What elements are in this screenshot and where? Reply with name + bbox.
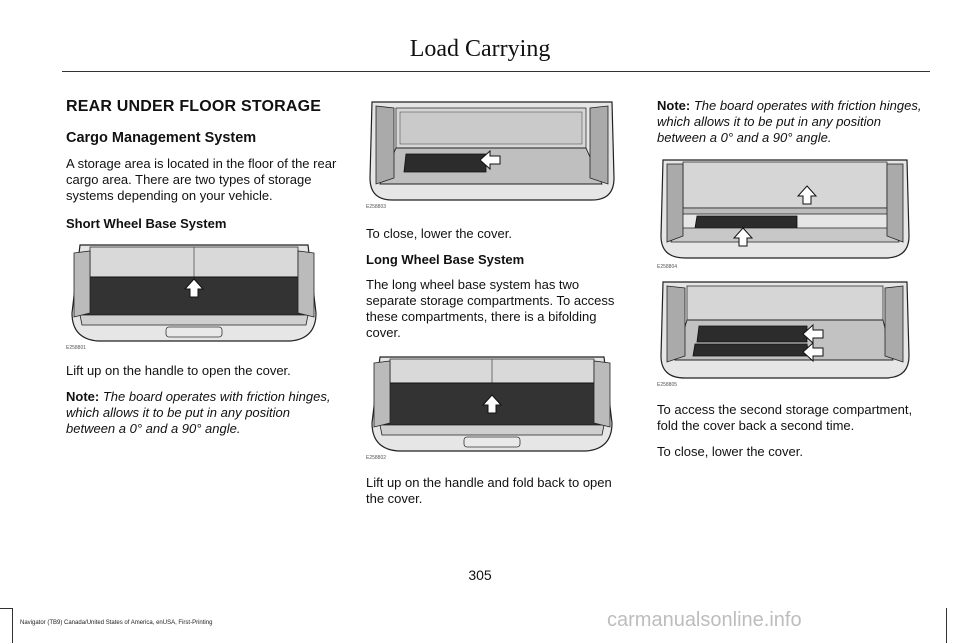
note-text: The board operates with friction hinges,… xyxy=(66,389,331,436)
swb-heading: Short Wheel Base System xyxy=(66,216,227,231)
figure-lwb-closed: E258802 xyxy=(366,355,628,463)
note-text: The board operates with friction hinges,… xyxy=(657,98,922,145)
crop-mark xyxy=(0,608,12,609)
close-paragraph: To close, lower the cover. xyxy=(366,226,512,241)
watermark: carmanualsonline.info xyxy=(607,609,802,631)
column-right: Note: The board operates with friction h… xyxy=(657,98,929,470)
intro-paragraph: A storage area is located in the floor o… xyxy=(66,156,337,203)
figure-lwb-open-second: E258805 xyxy=(657,280,929,390)
cargo-illustration xyxy=(657,158,913,262)
figure-lwb-open-first: E258804 xyxy=(657,158,929,272)
page-header-title: Load Carrying xyxy=(409,36,551,62)
note-label: Note: xyxy=(657,98,691,113)
figure-swb-open: E258803 xyxy=(366,98,628,212)
cargo-illustration xyxy=(66,243,322,343)
note-paragraph: Note: The board operates with friction h… xyxy=(657,98,929,146)
figure-id: E258805 xyxy=(657,382,678,388)
column-left: REAR UNDER FLOOR STORAGE Cargo Managemen… xyxy=(66,98,338,447)
lwb-intro-paragraph: The long wheel base system has two separ… xyxy=(366,277,615,340)
note-paragraph: Note: The board operates with friction h… xyxy=(66,389,338,437)
note-label: Note: xyxy=(66,389,100,404)
cargo-illustration xyxy=(657,280,913,380)
crop-mark xyxy=(946,608,947,643)
column-middle: E258803 To close, lower the cover. Long … xyxy=(366,98,628,517)
page-number: 305 xyxy=(468,567,492,583)
figure-id: E258804 xyxy=(657,264,678,270)
lwb-heading: Long Wheel Base System xyxy=(366,252,525,267)
crop-mark xyxy=(12,608,13,643)
lift-fold-paragraph: Lift up on the handle and fold back to o… xyxy=(366,475,612,506)
figure-id: E258801 xyxy=(66,345,87,351)
edition-footer: Navigator (TB9) Canada/United States of … xyxy=(20,620,213,626)
figure-id: E258803 xyxy=(366,204,387,210)
second-compartment-paragraph: To access the second storage compartment… xyxy=(657,402,913,433)
header-divider xyxy=(62,71,930,72)
subsection-heading: Cargo Management System xyxy=(66,130,257,146)
lift-paragraph: Lift up on the handle to open the cover. xyxy=(66,363,291,378)
cargo-illustration xyxy=(366,98,618,202)
figure-id: E258802 xyxy=(366,455,387,461)
close-paragraph: To close, lower the cover. xyxy=(657,444,803,459)
figure-swb-closed: E258801 xyxy=(66,243,338,353)
cargo-illustration xyxy=(366,355,618,453)
section-heading: REAR UNDER FLOOR STORAGE xyxy=(66,98,322,115)
